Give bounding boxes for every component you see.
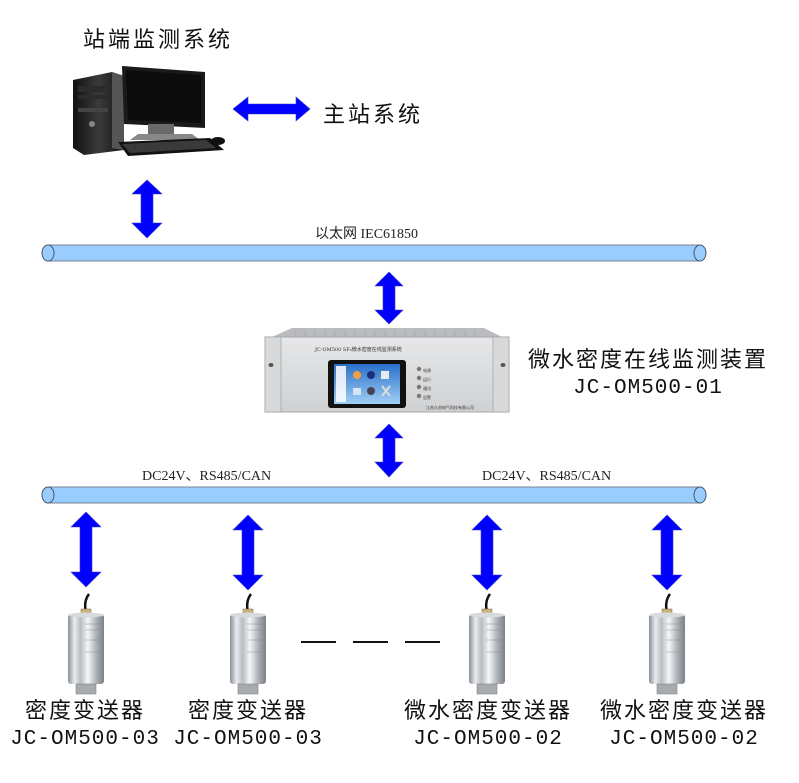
vertical-arrow-icon: [70, 511, 102, 588]
sensor-name: 微水密度变送器: [599, 699, 768, 724]
vertical-arrow-icon: [131, 179, 163, 239]
vertical-arrow-icon: [651, 514, 683, 591]
sensor-label: 微水密度变送器 JC-OM500-02: [574, 698, 794, 754]
master-station-label: 主站系统: [323, 103, 424, 128]
sensor-arrows: [70, 511, 683, 591]
ethernet-bus-pipe: [41, 244, 707, 262]
sensor-transmitter-image: [649, 593, 685, 695]
sensor-label: 微水密度变送器 JC-OM500-02: [378, 698, 598, 754]
monitor-device-label: 微水密度在线监测装置 JC-OM500-01: [513, 347, 783, 403]
sensor-model: JC-OM500-02: [609, 728, 759, 751]
monitor-device-name: 微水密度在线监测装置: [527, 348, 768, 373]
vertical-arrow-icon: [374, 423, 404, 478]
bidirectional-arrow-icon: [232, 96, 311, 122]
sensor-name: 密度变送器: [187, 699, 308, 724]
vertical-arrow-icon: [471, 514, 503, 591]
sensor-transmitter-image: [230, 593, 266, 695]
device-indicator-labels: 电源 运行 通讯 告警: [423, 366, 431, 402]
sensor-name: 密度变送器: [24, 699, 145, 724]
desktop-computer-icon: [73, 66, 225, 156]
field-bus-pipe: [41, 486, 707, 504]
indicator-alarm: 告警: [423, 395, 431, 400]
field-bus-label-left: DC24V、RS485/CAN: [142, 469, 272, 484]
sensor-model: JC-OM500-02: [413, 728, 563, 751]
device-panel-title: JC-OM500 SF₆微水密度在线监测系统: [315, 347, 402, 353]
indicator-power: 电源: [423, 368, 431, 373]
field-bus-label-right: DC24V、RS485/CAN: [482, 469, 612, 484]
sensor-label: 密度变送器 JC-OM500-03: [163, 698, 333, 754]
sensor-transmitter-image: [68, 593, 104, 695]
monitor-device-model: JC-OM500-01: [573, 377, 723, 400]
sensor-model: JC-OM500-03: [173, 728, 323, 751]
vertical-arrow-icon: [374, 271, 404, 325]
monitor-device-image: [264, 328, 510, 413]
sensor-model: JC-OM500-03: [10, 728, 160, 751]
sensor-name: 微水密度变送器: [403, 699, 572, 724]
indicator-run: 运行: [423, 377, 431, 382]
sensor-transmitter-image: [469, 593, 505, 695]
sensor-label: 密度变送器 JC-OM500-03: [0, 698, 170, 754]
station-title: 站端监测系统: [83, 28, 234, 53]
vertical-arrow-icon: [232, 514, 264, 591]
ethernet-bus-label: 以太网 IEC61850: [315, 227, 419, 242]
device-panel-maker: 江苏久创电气科技有限公司: [426, 405, 474, 410]
indicator-comm: 通讯: [423, 386, 431, 391]
